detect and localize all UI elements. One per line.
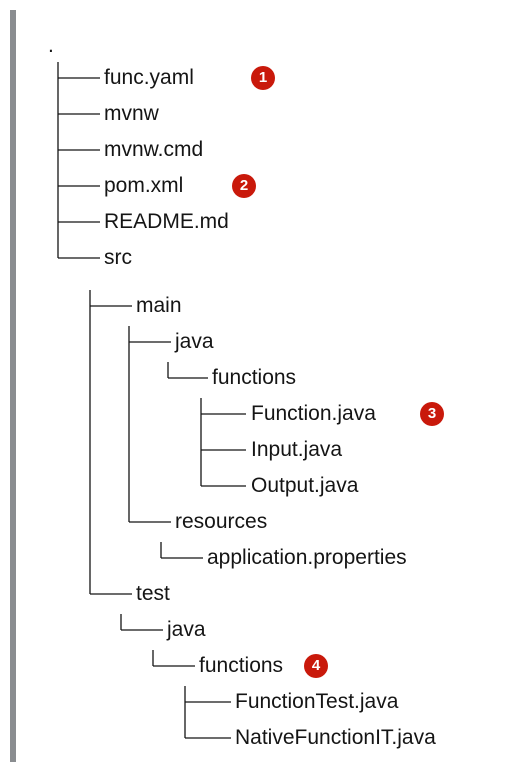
tree-item-java: java [175,330,214,353]
callout-badge: 4 [304,654,328,678]
tree-item-test: test [136,582,170,605]
callout-badge: 1 [251,66,275,90]
tree-item-functions: functions [199,654,284,677]
tree-item-functions: functions [212,366,297,389]
tree-item-input-java: Input.java [251,438,343,461]
code-block-rule [10,10,16,762]
tree-item-functiontest-java: FunctionTest.java [235,690,399,713]
tree-item-function-java: Function.java [251,402,376,425]
tree-item-java: java [167,618,206,641]
tree-item-mvnw: mvnw [104,102,159,125]
tree-item-main: main [136,294,182,317]
callout-badge: 3 [420,402,444,426]
tree-item-readme: README.md [104,210,229,233]
tree-item-resources: resources [175,510,268,533]
tree-item-nativefunctionit-java: NativeFunctionIT.java [235,726,436,749]
tree-item-mvnw-cmd: mvnw.cmd [104,138,204,161]
tree-item-pom-xml: pom.xml [104,174,184,197]
callout-badge: 2 [232,174,256,198]
tree-root: . [48,34,54,57]
tree-item-src: src [104,246,132,269]
tree-item-output-java: Output.java [251,474,359,497]
tree-item-func-yaml: func.yaml [104,66,194,89]
tree-item-application-properties: application.properties [207,546,407,569]
